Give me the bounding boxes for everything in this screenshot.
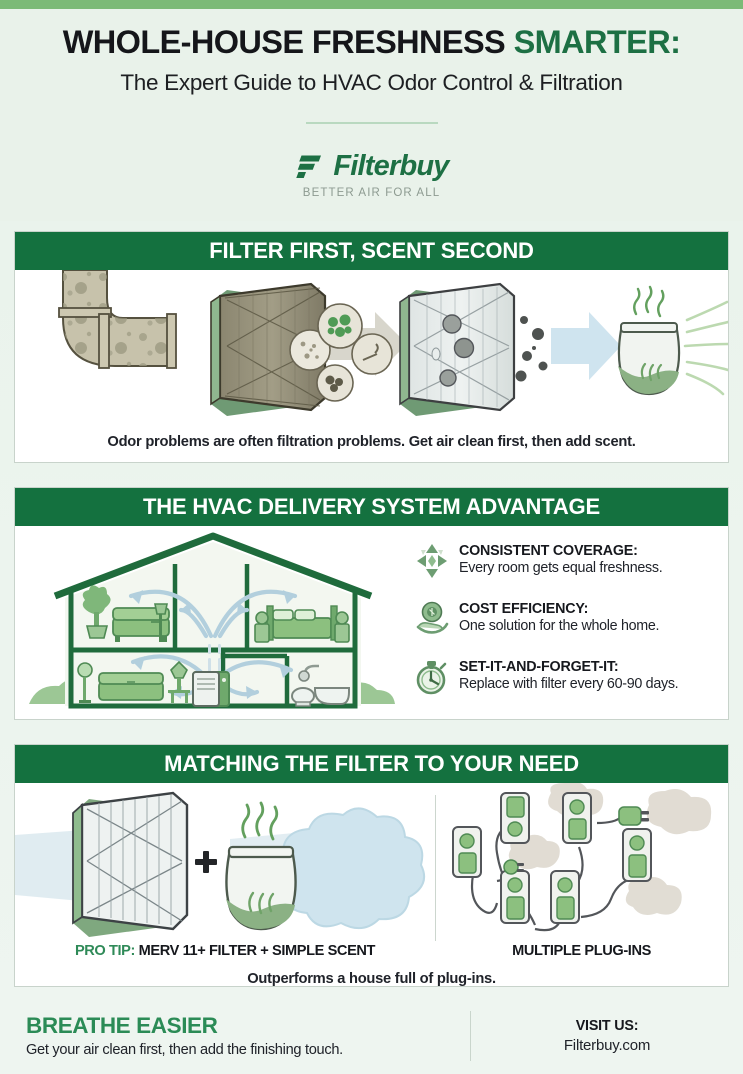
footer-left: BREATHE EASIER Get your air clean first,… (0, 1013, 470, 1058)
dust-clump-icon (325, 375, 343, 392)
page-subtitle: The Expert Guide to HVAC Odor Control & … (120, 69, 623, 95)
benefit-text-1: CONSISTENT COVERAGE: Every room gets equ… (459, 542, 663, 576)
brand-name: Filterbuy (333, 149, 449, 182)
plugin-unit (562, 792, 592, 844)
house-cutaway-svg (29, 532, 395, 709)
scent-diffuser-2 (225, 801, 297, 931)
clean-filter (399, 282, 516, 416)
plugin-unit (500, 870, 530, 924)
section-card-matching-filter: MATCHING THE FILTER TO YOUR NEED (14, 744, 729, 987)
footer-subtext: Get your air clean first, then add the f… (26, 1042, 343, 1058)
comparison-columns (15, 783, 728, 943)
plugin-unit (500, 792, 530, 844)
clean-air-cloud (277, 807, 425, 930)
contaminant-bubbles (289, 303, 393, 402)
section-header-bar-1: FILTER FIRST, SCENT SECOND (15, 232, 728, 270)
section-caption-3: Outperforms a house full of plug-ins. (247, 971, 496, 987)
plugin-unit (452, 826, 482, 878)
trapped-particles (515, 316, 548, 382)
benefit-text-2: COST EFFICIENCY: One solution for the wh… (459, 600, 660, 634)
hvac-unit (192, 671, 230, 707)
benefit-cost-efficiency: COST EFFICIENCY: One solution for the wh… (415, 600, 716, 640)
illustration-house-airflow (15, 526, 411, 719)
visit-us-label: VISIT US: (575, 1017, 639, 1034)
section-header-bar-2: THE HVAC DELIVERY SYSTEM ADVANTAGE (15, 488, 728, 526)
pro-tip-rest: MERV 11+ FILTER + SIMPLE SCENT (134, 943, 376, 959)
upstairs-left-furniture (82, 585, 170, 642)
mold-spore-icon (327, 314, 352, 337)
plugin-unit (550, 870, 580, 924)
scent-wisps-icon (633, 285, 665, 318)
dirty-duct (58, 270, 177, 369)
plugins-tangle-svg (452, 783, 712, 932)
cigarette-icon (362, 343, 379, 361)
brand-tagline: BETTER AIR FOR ALL (302, 186, 441, 199)
illustration-filter-plus-scent (15, 783, 435, 943)
header: WHOLE-HOUSE FRESHNESS SMARTER: The Exper… (0, 9, 743, 221)
plus-sign (195, 851, 217, 873)
section-body-2: CONSISTENT COVERAGE: Every room gets equ… (15, 526, 728, 719)
scent-wisps-icon-2 (241, 801, 279, 841)
page-title: WHOLE-HOUSE FRESHNESS SMARTER: (0, 24, 743, 61)
column-divider (435, 795, 436, 941)
top-accent-strip (0, 0, 743, 9)
comparison-labels: PRO TIP: MERV 11+ FILTER + SIMPLE SCENT … (15, 943, 728, 965)
loose-plug (618, 806, 649, 826)
benefit-title-2: COST EFFICIENCY: (459, 601, 589, 617)
multiple-plugins-label: MULTIPLE PLUG-INS (512, 943, 651, 959)
section-body-1: Odor problems are often filtration probl… (15, 270, 728, 450)
pro-tip-prefix: PRO TIP: (74, 943, 135, 959)
filter-flow-illustration-svg (58, 270, 728, 416)
plugin-unit (622, 828, 652, 882)
header-divider-rule (305, 121, 438, 124)
section-card-filter-first: FILTER FIRST, SCENT SECOND (14, 231, 729, 463)
illustration-dirty-to-clean-filter (15, 270, 728, 430)
pro-tip-label: PRO TIP: MERV 11+ FILTER + SIMPLE SCENT (15, 943, 435, 959)
benefits-list: CONSISTENT COVERAGE: Every room gets equ… (411, 526, 728, 719)
section-body-3: PRO TIP: MERV 11+ FILTER + SIMPLE SCENT … (15, 783, 728, 987)
benefit-title-3: SET-IT-AND-FORGET-IT: (459, 659, 619, 675)
benefit-title-1: CONSISTENT COVERAGE: (459, 543, 638, 559)
bathroom-fixtures (291, 664, 350, 707)
benefit-set-and-forget: SET-IT-AND-FORGET-IT: Replace with filte… (415, 658, 716, 698)
dirty-filter (210, 282, 327, 416)
upstairs-right-furniture (254, 605, 350, 643)
clean-air-arrow (551, 312, 621, 380)
page-title-accent: SMARTER: (513, 24, 681, 60)
filter-scent-cloud-svg (15, 791, 425, 937)
scent-puffs (508, 783, 712, 915)
footer: BREATHE EASIER Get your air clean first,… (0, 997, 743, 1074)
section-heading-2: THE HVAC DELIVERY SYSTEM ADVANTAGE (143, 494, 600, 519)
section-heading-3: MATCHING THE FILTER TO YOUR NEED (164, 751, 579, 776)
benefit-desc-2: One solution for the whole home. (459, 618, 660, 634)
page-title-main: WHOLE-HOUSE FRESHNESS (62, 24, 514, 60)
downstairs-left-furniture (77, 660, 190, 703)
fresh-air-streaks (683, 300, 728, 396)
four-way-arrows-icon (417, 544, 447, 578)
benefit-consistent-coverage: CONSISTENT COVERAGE: Every room gets equ… (415, 542, 716, 582)
plugin-unit-group (452, 792, 652, 924)
section-header-bar-3: MATCHING THE FILTER TO YOUR NEED (15, 745, 728, 783)
stopwatch-icon (416, 661, 447, 695)
footer-heading: BREATHE EASIER (26, 1013, 218, 1038)
section-caption-1: Odor problems are often filtration probl… (107, 434, 636, 450)
benefit-desc-3: Replace with filter every 60-90 days. (459, 676, 679, 692)
coin-in-hand-icon (416, 601, 449, 634)
section-card-hvac-advantage: THE HVAC DELIVERY SYSTEM ADVANTAGE (14, 487, 729, 720)
loose-plug (503, 859, 524, 875)
merv-filter (72, 791, 189, 937)
brand-lockup: Filterbuy (0, 150, 743, 183)
visit-us-url[interactable]: Filterbuy.com (563, 1036, 651, 1054)
filterbuy-f-logo-icon (296, 155, 322, 179)
scent-diffuser (617, 285, 681, 396)
benefit-desc-1: Every room gets equal freshness. (459, 560, 663, 576)
footer-divider (470, 1010, 471, 1061)
benefit-text-3: SET-IT-AND-FORGET-IT: Replace with filte… (459, 658, 679, 692)
illustration-multiple-plugins (435, 783, 728, 943)
section-heading-1: FILTER FIRST, SCENT SECOND (209, 238, 534, 263)
footer-right: VISIT US: Filterbuy.com (471, 1018, 743, 1054)
